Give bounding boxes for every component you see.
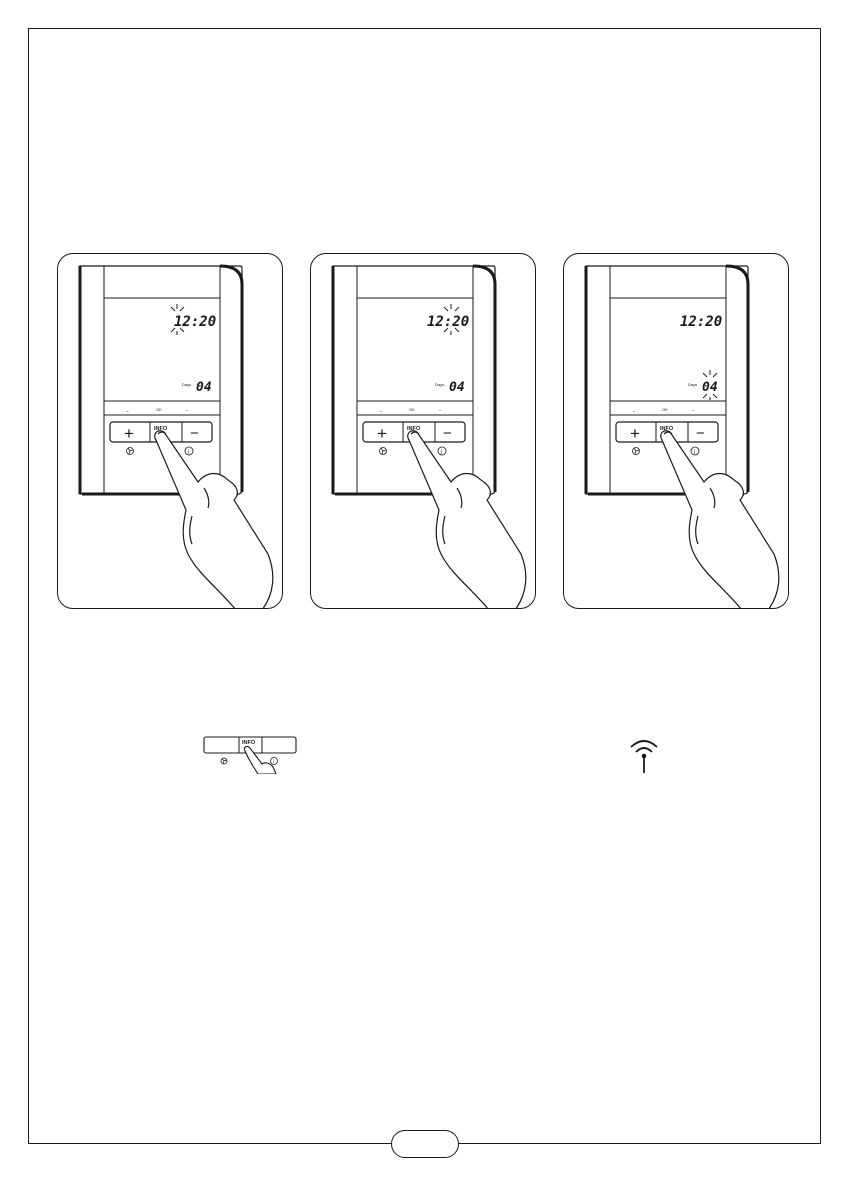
mini-keypad-illustration: INFO i <box>202 734 300 774</box>
plus-button[interactable]: + <box>630 424 640 443</box>
nav-down[interactable]: ⌄ <box>632 408 635 413</box>
clock-display: 12:20 <box>174 314 216 330</box>
minus-button[interactable]: − <box>443 425 452 442</box>
nav-up[interactable]: ^ <box>439 408 441 413</box>
days-label: Days <box>182 382 191 387</box>
nav-ok[interactable]: OK <box>409 407 415 412</box>
minus-button[interactable]: − <box>190 425 199 442</box>
nav-down[interactable]: ⌄ <box>379 408 382 413</box>
info-circle-icon: i <box>271 758 278 766</box>
thermostat-panel-2: 12:20 Days 04 ⌄ OK ^ + INFO − i <box>310 253 536 609</box>
minus-button[interactable]: − <box>696 425 705 442</box>
page-number-tab <box>391 1130 459 1158</box>
nav-up[interactable]: ^ <box>186 408 188 413</box>
fan-icon <box>221 758 227 764</box>
clock-display: 12:20 <box>427 314 469 330</box>
days-value: 04 <box>702 380 718 395</box>
nav-up[interactable]: ^ <box>692 408 694 413</box>
days-value: 04 <box>196 380 212 395</box>
thermostat-panel-1: 12:20 Days 04 ⌄ OK ^ + INFO − i <box>57 253 283 609</box>
nav-ok[interactable]: OK <box>662 407 668 412</box>
thermostat-illustration: 12:20 Days 04 ⌄ OK ^ + INFO − i <box>58 254 283 609</box>
plus-button[interactable]: + <box>377 424 387 443</box>
days-label: Days <box>688 382 697 387</box>
thermostat-panel-3: 12:20 Days 04 ⌄ OK ^ + INFO − i <box>563 253 789 609</box>
clock-display: 12:20 <box>680 314 722 330</box>
days-value: 04 <box>449 380 465 395</box>
thermostat-illustration: 12:20 Days 04 ⌄ OK ^ + INFO − i <box>311 254 536 609</box>
nav-down[interactable]: ⌄ <box>126 408 129 413</box>
plus-button[interactable]: + <box>124 424 134 443</box>
nav-ok[interactable]: OK <box>156 407 162 412</box>
days-label: Days <box>435 382 444 387</box>
mini-info-button[interactable]: INFO <box>242 740 256 746</box>
thermostat-illustration: 12:20 Days 04 ⌄ OK ^ + INFO − i <box>564 254 789 609</box>
wireless-signal-icon <box>626 737 662 775</box>
